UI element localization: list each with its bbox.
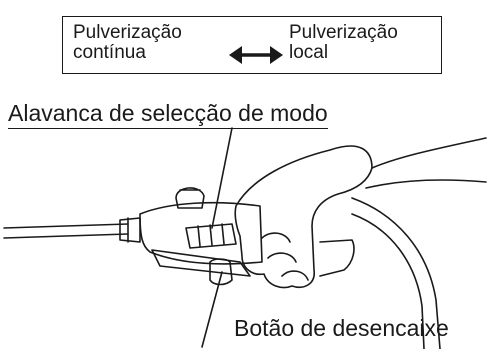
local-spray-line1: Pulverização — [289, 22, 398, 43]
continuous-spray-label: Pulverização contínua — [73, 23, 182, 63]
grip-strip — [151, 249, 251, 277]
continuous-spray-line2: contínua — [73, 42, 146, 63]
mode-indicator-box: Pulverização contínua Pulverização local — [62, 16, 442, 74]
mode-lever-leader — [211, 127, 233, 229]
continuous-spray-line1: Pulverização — [73, 22, 182, 43]
mode-lever-label: Alavanca de selecção de modo — [8, 100, 328, 129]
release-button-leader — [201, 271, 223, 348]
top-knob — [175, 187, 205, 209]
local-spray-label: Pulverização local — [289, 23, 398, 63]
hose — [351, 197, 441, 349]
lance-tube — [3, 223, 129, 239]
hand-outline — [234, 145, 373, 289]
local-spray-line2: local — [289, 42, 329, 63]
gun-body — [139, 201, 263, 265]
hand-fingers — [261, 232, 355, 281]
mode-lever — [185, 223, 237, 249]
release-button — [209, 258, 233, 286]
nozzle-fitting — [119, 217, 141, 243]
arm-outline — [365, 137, 487, 189]
release-button-label: Botão de desencaixe — [234, 315, 449, 341]
double-arrow-icon — [229, 46, 283, 64]
